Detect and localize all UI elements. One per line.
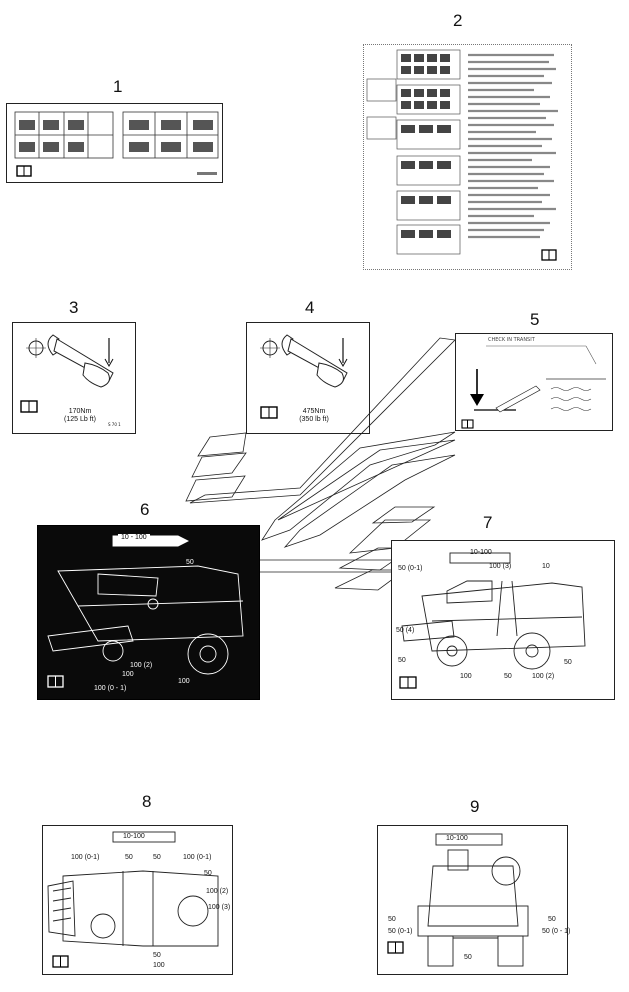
- lube-label-7e: 50: [398, 657, 406, 664]
- lube-label-8a: 100 (0-1): [71, 854, 100, 861]
- combine-top-view-8: [47, 831, 219, 968]
- lube-label-6c: 100: [122, 671, 134, 678]
- lube-label-7b: 100 (3): [489, 563, 512, 570]
- lube-label-6e: 100: [178, 678, 190, 685]
- lube-label-7g: 50: [504, 673, 512, 680]
- lube-label-8h: 50: [153, 952, 161, 959]
- torque-value-4: 475Nm: [302, 408, 326, 415]
- callout-4: 4: [305, 298, 315, 317]
- lube-interval-text-6: 10 - 100: [121, 534, 147, 541]
- level-check-illustration: [461, 345, 606, 429]
- lube-label-6a: 50: [186, 559, 194, 566]
- lube-label-8e: 50: [204, 870, 212, 877]
- callout-5: 5: [530, 310, 540, 329]
- lube-label-8i: 100: [153, 962, 165, 969]
- fuse-grid-1: [14, 111, 219, 177]
- lube-interval-text-9: 10-100: [446, 835, 468, 842]
- torque-imperial-3: (125 Lb ft): [64, 416, 96, 423]
- lube-label-9e: 50: [464, 954, 472, 961]
- callout-3: 3: [69, 298, 79, 317]
- fuse-layout-2: [366, 49, 558, 261]
- lube-label-8d: 100 (0-1): [183, 854, 212, 861]
- callout-2: 2: [453, 11, 463, 30]
- lube-label-6b: 100 (2): [130, 662, 153, 669]
- torque-imperial-4: (350 lb ft): [299, 416, 329, 423]
- lube-label-9a: 50: [388, 916, 396, 923]
- decal-2-fuse-legend: [363, 44, 572, 270]
- decal-8-lube-chart: 10-100 100 (0-1) 50 50 100 (0-1) 50 100 …: [42, 825, 233, 975]
- decal-1-fuse-label: [6, 103, 223, 183]
- decal-6-lube-chart-dark: 10 - 100 50 100 (2) 100 100 (0 - 1) 100: [37, 525, 260, 700]
- lube-label-7c: 10: [542, 563, 550, 570]
- torque-value-3: 170Nm: [68, 408, 92, 415]
- lube-interval-text-8: 10-100: [123, 833, 145, 840]
- decal-5-check-label: CHECK IN TRANSIT: [455, 333, 613, 431]
- decal-9-lube-chart: 10-100 50 50 (0-1) 50 50 (0 - 1) 50: [377, 825, 571, 975]
- decal-7-lube-chart: 10-100 50 (0-1) 100 (3) 10 50 (4) 50 100…: [391, 540, 615, 700]
- callout-9: 9: [470, 797, 480, 816]
- lube-label-8g: 100 (3): [208, 904, 231, 911]
- combine-front-view-9: [387, 833, 529, 967]
- callout-6: 6: [140, 500, 150, 519]
- lube-interval-tag-6: 10 - 100: [118, 534, 150, 541]
- lube-label-8b: 50: [125, 854, 133, 861]
- lube-label-7f: 100: [460, 673, 472, 680]
- check-caption: CHECK IN TRANSIT: [488, 337, 535, 343]
- lube-label-9d: 50 (0 - 1): [542, 928, 571, 935]
- lube-label-7h: 100 (2): [532, 673, 555, 680]
- lube-label-8c: 50: [153, 854, 161, 861]
- callout-8: 8: [142, 792, 152, 811]
- combine-silhouette-6: [47, 535, 244, 688]
- lube-label-8f: 100 (2): [206, 888, 229, 895]
- lube-label-7i: 50: [564, 659, 572, 666]
- decal-3-torque-label: 170Nm (125 Lb ft) S 70 1: [12, 322, 136, 434]
- lube-label-9b: 50 (0-1): [388, 928, 413, 935]
- combine-side-view-7: [399, 552, 586, 689]
- code-3: S 70 1: [108, 422, 121, 427]
- callout-1: 1: [113, 77, 123, 96]
- callout-7: 7: [483, 513, 493, 532]
- lube-label-7a: 50 (0-1): [398, 565, 423, 572]
- lube-label-9c: 50: [548, 916, 556, 923]
- decal-4-torque-label: 475Nm (350 lb ft): [246, 322, 370, 434]
- lube-label-7d: 50 (4): [396, 627, 415, 634]
- wrench-illustration-3: [20, 334, 114, 413]
- lube-interval-text-7: 10-100: [470, 549, 492, 556]
- lube-label-6d: 100 (0 - 1): [94, 685, 127, 692]
